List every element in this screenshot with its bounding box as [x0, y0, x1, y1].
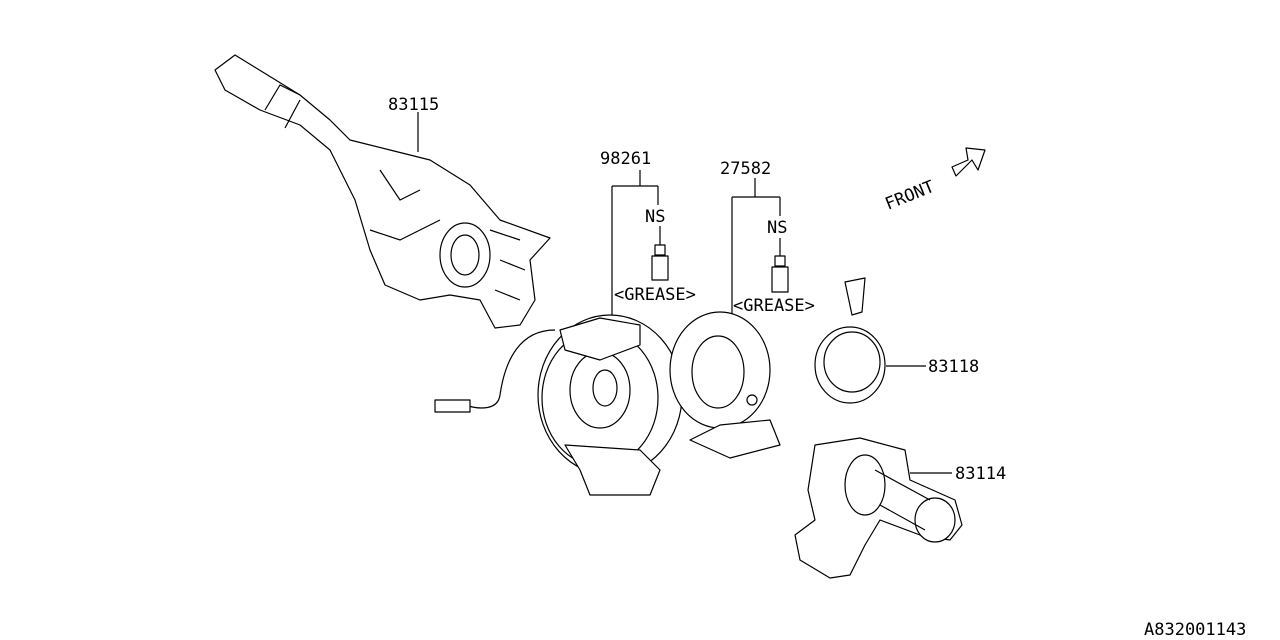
part-number-98261: 98261: [600, 149, 651, 169]
front-direction-indicator: FRONT: [882, 147, 986, 215]
diagram-code: A832001143: [1144, 620, 1246, 640]
leader-27582: [731, 178, 781, 318]
clock-spring-assembly[interactable]: [434, 314, 683, 496]
part-number-83114: 83114: [955, 464, 1006, 484]
combination-switch-83114[interactable]: [794, 437, 963, 579]
grease-note-a: <GREASE>: [614, 285, 696, 305]
ns-label-a: NS: [645, 207, 665, 227]
ring-83118[interactable]: [814, 277, 886, 404]
front-label: FRONT: [882, 177, 937, 215]
part-number-83115: 83115: [388, 95, 439, 115]
grease-tube-icon: [651, 244, 669, 281]
grease-tube-icon: [771, 255, 789, 293]
grease-note-b: <GREASE>: [733, 296, 815, 316]
ns-label-b: NS: [767, 218, 787, 238]
part-number-83118: 83118: [928, 357, 979, 377]
steering-roll-connector[interactable]: [669, 311, 781, 459]
leader-98261: [611, 170, 661, 318]
front-arrow-icon: [951, 147, 986, 177]
combination-switch-83115[interactable]: [214, 54, 551, 329]
part-number-27582: 27582: [720, 159, 771, 179]
